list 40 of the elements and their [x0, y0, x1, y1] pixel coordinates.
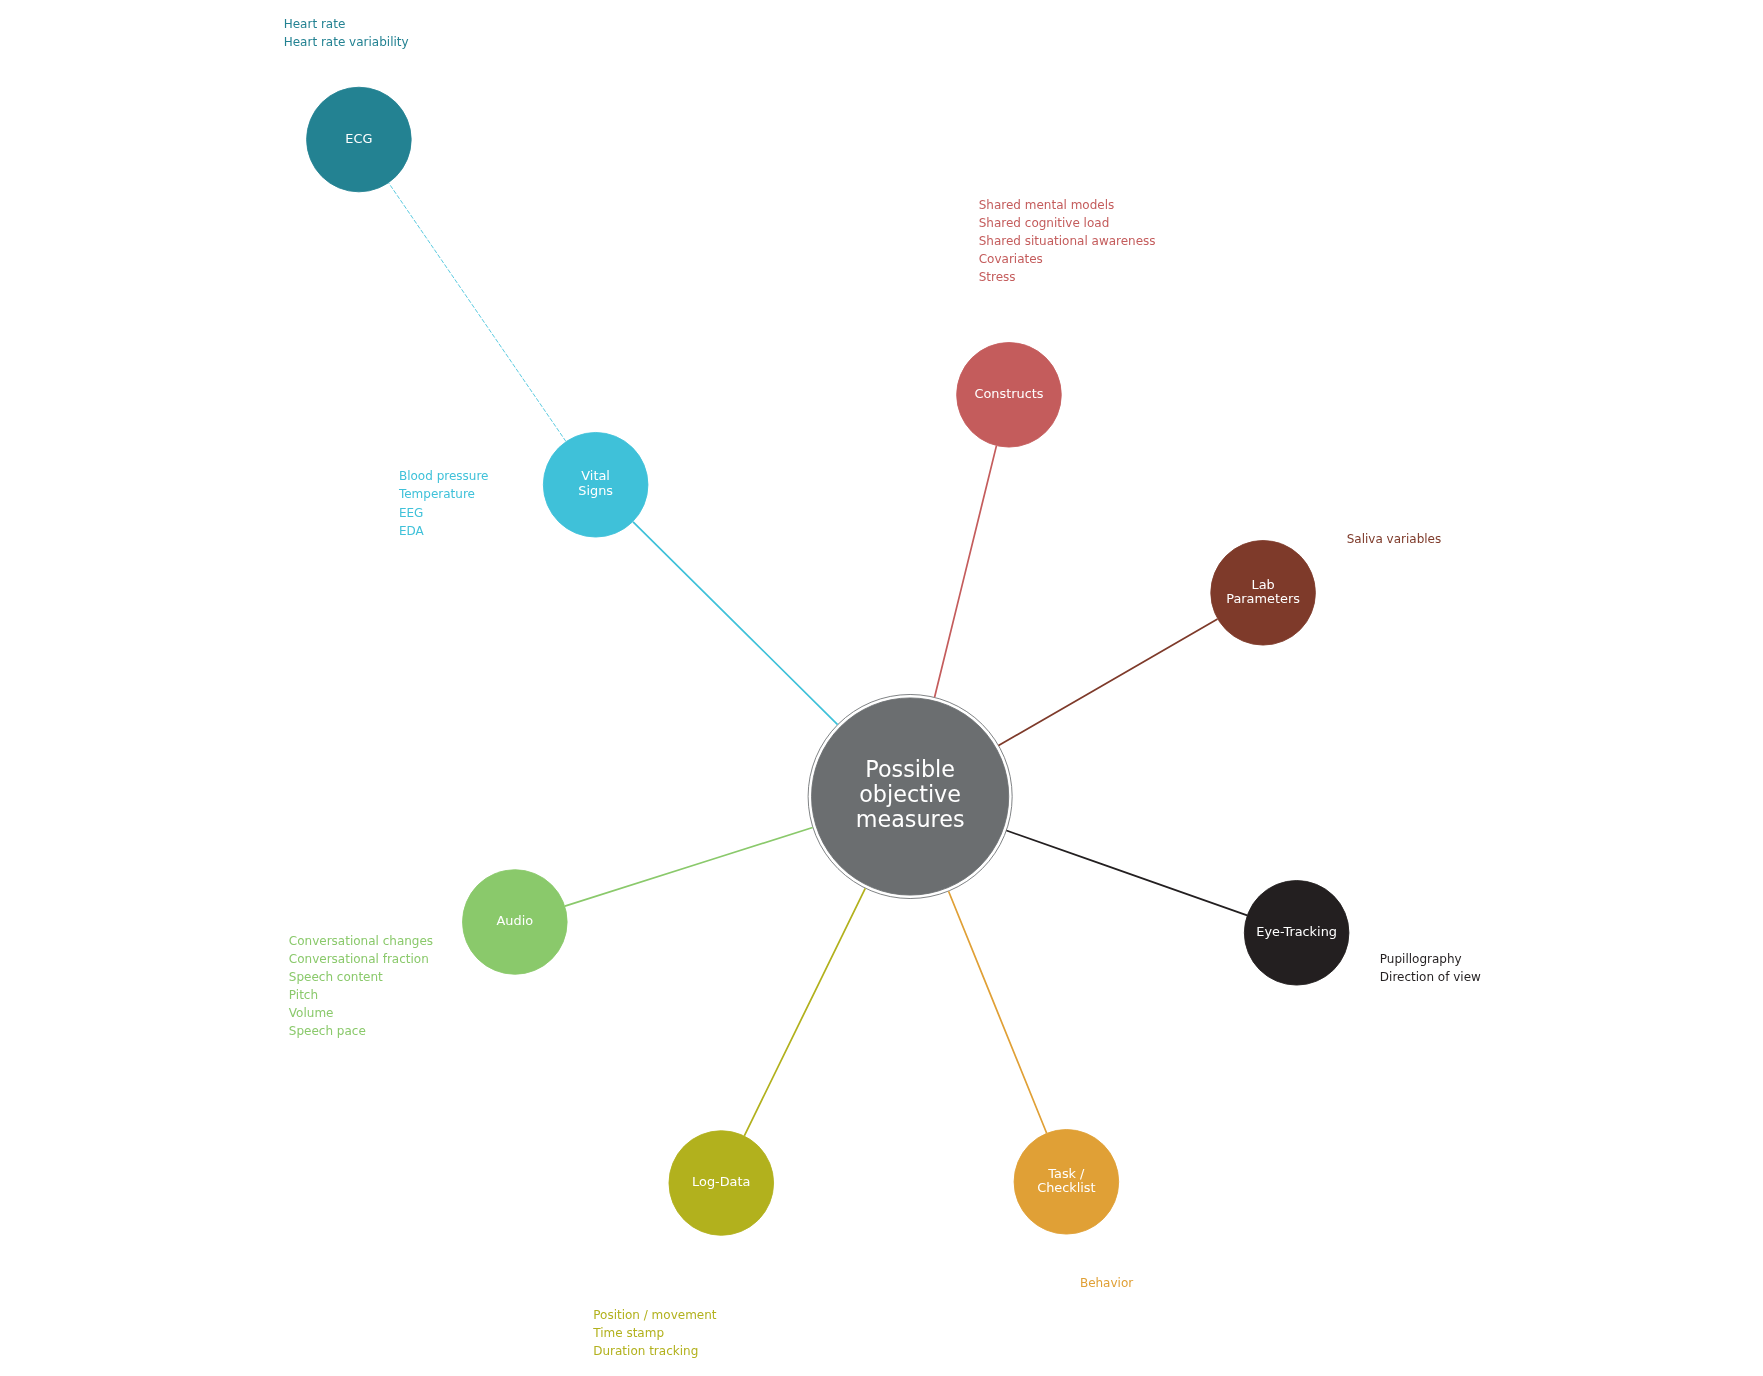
connector — [564, 826, 814, 907]
node-label: Conversational changes — [288, 934, 434, 949]
node-label: Heart rate — [283, 17, 346, 32]
node-label: Speech pace — [288, 1024, 366, 1039]
connector — [947, 890, 1048, 1135]
node-circle: Eye-Tracking — [1243, 880, 1350, 986]
node-label: Blood pressure — [398, 469, 489, 484]
node-label: Pupillography — [1379, 952, 1462, 967]
node-label: Shared mental models — [978, 198, 1115, 213]
node-circle: Audio — [462, 869, 568, 975]
connector — [388, 182, 567, 442]
node-label: Position / movement — [593, 1307, 717, 1322]
connector — [1005, 829, 1249, 917]
node-label: Conversational fraction — [288, 952, 429, 967]
connector — [997, 618, 1219, 747]
node-circle: Log-Data — [668, 1130, 774, 1236]
node-label: Shared cognitive load — [978, 216, 1110, 231]
node-label: EDA — [398, 523, 424, 538]
connector — [632, 521, 839, 726]
node-circle: Lab Parameters — [1210, 540, 1316, 646]
node-label: Volume — [288, 1006, 334, 1021]
node-label: Duration tracking — [593, 1343, 699, 1358]
node-label: Saliva variables — [1346, 531, 1442, 546]
node-label: EEG — [398, 505, 424, 520]
node-label: Covariates — [978, 252, 1043, 267]
node-label: Behavior — [1079, 1276, 1134, 1291]
node-label: Time stamp — [593, 1325, 665, 1340]
node-circle: Constructs — [956, 342, 1062, 448]
node-label: Heart rate variability — [283, 35, 409, 50]
connector — [933, 445, 998, 699]
node-label: Shared situational awareness — [978, 234, 1156, 249]
node-label: Speech content — [288, 970, 383, 985]
connector — [743, 887, 867, 1137]
node-label: Direction of view — [1379, 970, 1481, 985]
node-circle: Vital Signs — [542, 432, 649, 538]
node-label: Stress — [978, 270, 1016, 285]
node-label: Pitch — [288, 988, 319, 1003]
node-label: Temperature — [398, 487, 475, 502]
node-circle: ECG — [306, 86, 412, 193]
node-circle: Task / Checklist — [1013, 1129, 1120, 1235]
